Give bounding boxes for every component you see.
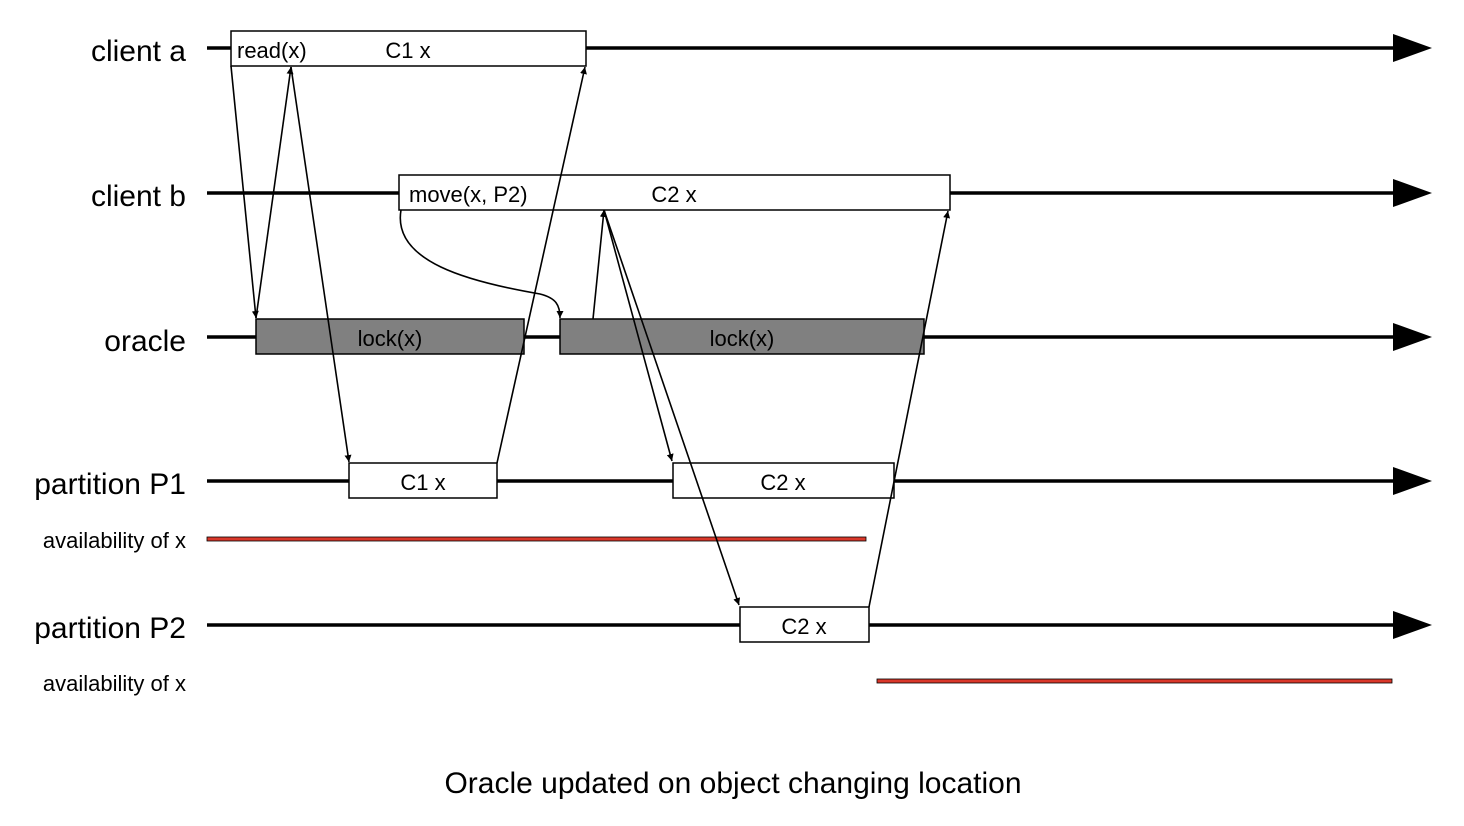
client-b-move-label: move(x, P2) (409, 182, 528, 207)
availability-label-p1: availability of x (43, 528, 186, 553)
oracle-lock-label-1: lock(x) (358, 326, 423, 351)
arrowhead-icon (1393, 611, 1432, 639)
client-a-c1-label: C1 x (385, 38, 430, 63)
message-arrow (290, 66, 352, 463)
arrowhead-icon (1393, 323, 1432, 351)
client-b-c2-label: C2 x (651, 182, 696, 207)
p1-box-2-label: C2 x (760, 470, 805, 495)
lane-label-partition-p1: partition P1 (34, 468, 186, 501)
arrowhead-icon (1393, 34, 1432, 62)
p1-box-1: C1 x (348, 462, 498, 499)
oracle-lock-box-1: lock(x) (255, 318, 525, 355)
message-arrow (603, 209, 674, 462)
p2-box-label: C2 x (781, 614, 826, 639)
p1-box-1-label: C1 x (400, 470, 445, 495)
client-a-read-label: read(x) (237, 38, 307, 63)
arrowhead-icon (1393, 467, 1432, 495)
message-arrow (603, 209, 741, 606)
lane-label-oracle: oracle (104, 325, 186, 358)
p1-box-2: C2 x (672, 462, 895, 499)
lane-label-client-b: client b (91, 180, 186, 213)
message-arrow (868, 210, 951, 608)
lane-label-client-a: client a (91, 35, 186, 68)
oracle-lock-label-2: lock(x) (710, 326, 775, 351)
oracle-lock-box-2: lock(x) (559, 318, 925, 355)
message-arrow (399, 209, 564, 319)
client-b-operation-box: move(x, P2) C2 x (398, 174, 951, 211)
message-arrow (592, 209, 607, 320)
arrowhead-icon (1393, 179, 1432, 207)
availability-bar-p1 (206, 536, 867, 542)
availability-bar-p2 (876, 678, 1393, 684)
message-arrow (230, 65, 259, 319)
client-a-operation-box: read(x) C1 x (230, 30, 587, 67)
p2-box: C2 x (739, 606, 870, 643)
message-arrow (255, 66, 294, 319)
lane-label-partition-p2: partition P2 (34, 612, 186, 645)
message-arrow (496, 66, 587, 464)
diagram-caption: Oracle updated on object changing locati… (444, 767, 1021, 800)
availability-label-p2: availability of x (43, 671, 186, 696)
